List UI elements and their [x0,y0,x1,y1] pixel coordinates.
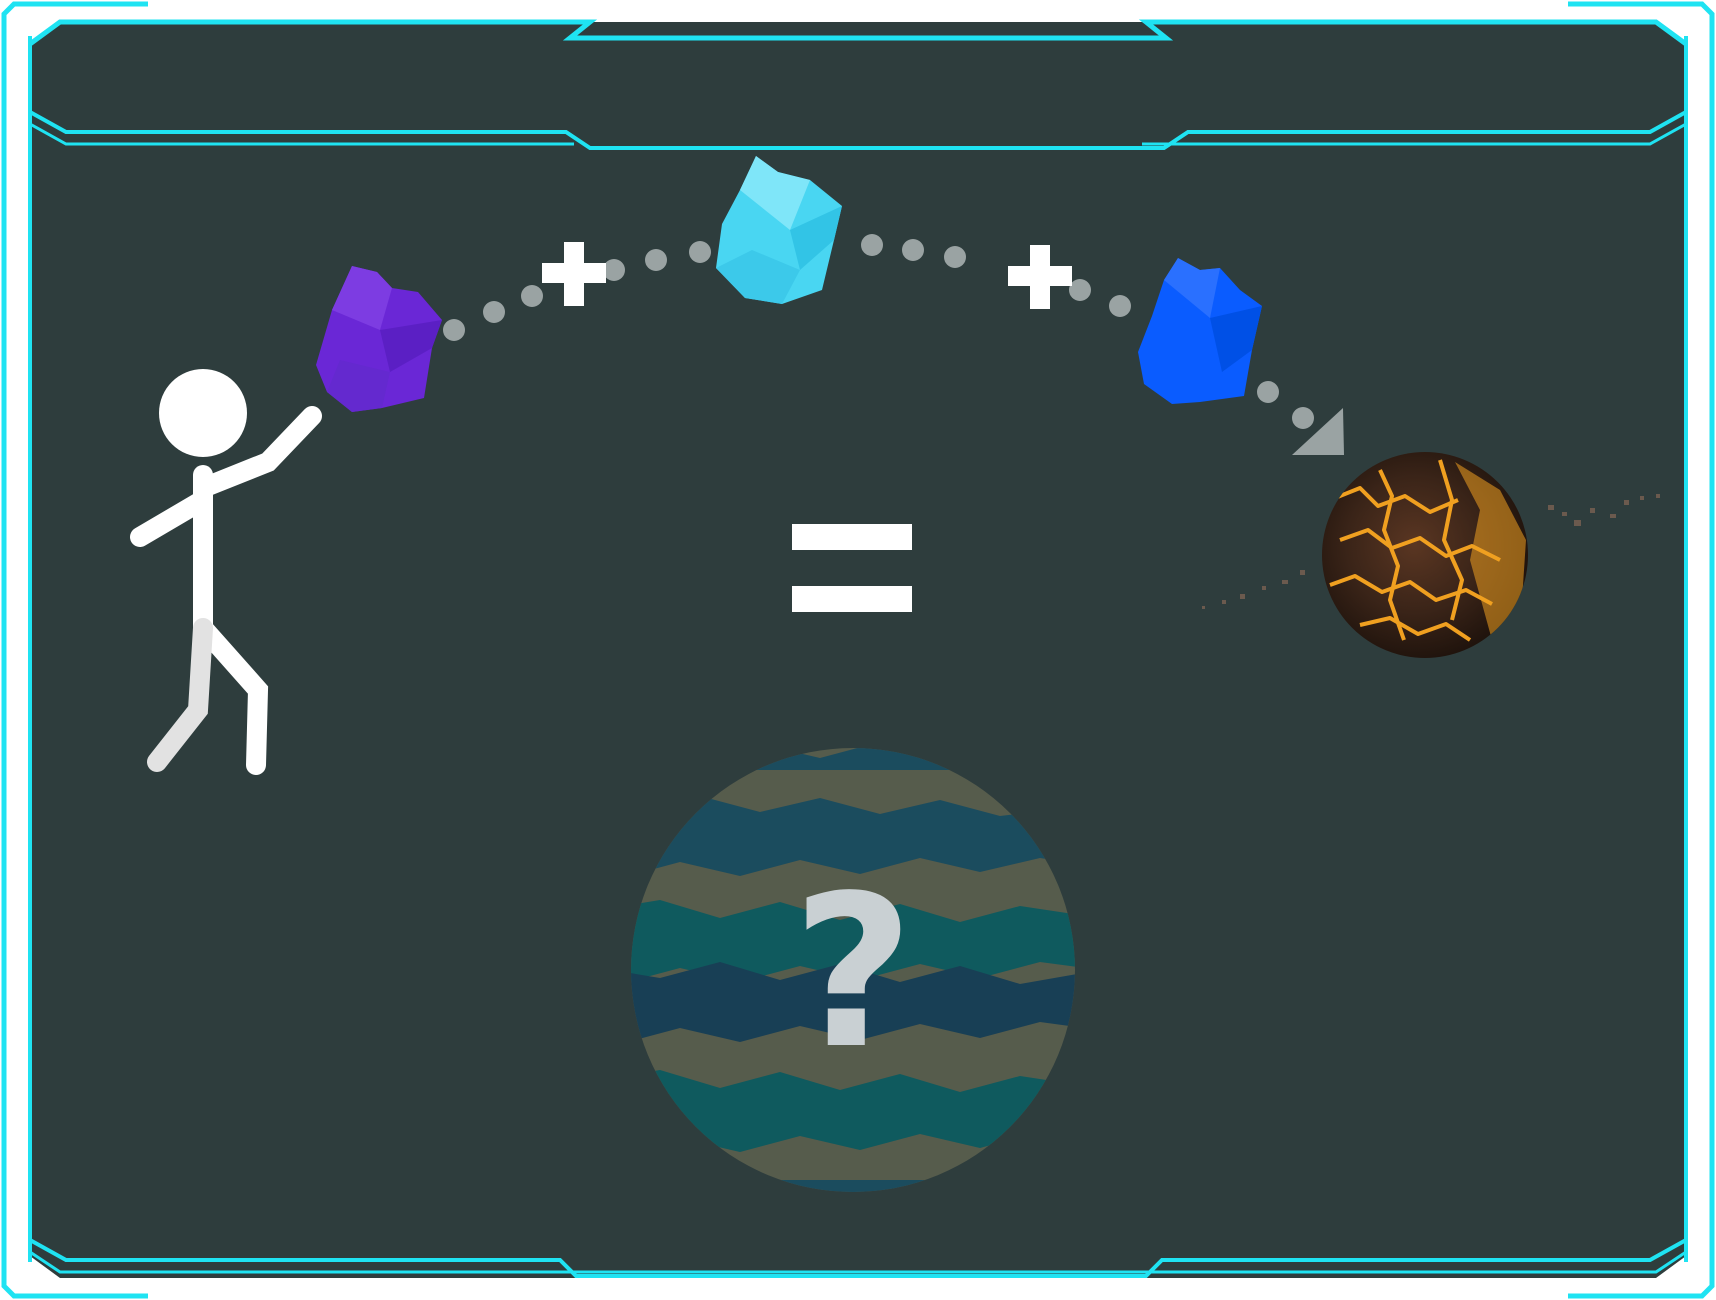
path-dot [944,246,966,268]
arrowhead-icon [1292,408,1344,455]
throw-path [443,234,1314,429]
cyan-crystal-icon [716,156,842,304]
path-dot [521,285,543,307]
path-dot [443,319,465,341]
path-dot [645,249,667,271]
plus-sign-2 [1008,245,1072,309]
purple-crystal-icon [316,266,442,412]
path-dot [1069,279,1091,301]
path-dot [603,259,625,281]
path-dot [689,241,711,263]
path-dot [1257,381,1279,403]
lava-planet-icon [1202,452,1660,658]
blue-crystal-icon [1138,258,1262,404]
striped-planet-icon: ? [631,748,1075,1192]
path-dot [1109,295,1131,317]
plus-sign-1 [542,242,606,306]
path-dot [1292,407,1314,429]
path-dot [902,239,924,261]
stick-figure [130,369,322,775]
panel-background [30,22,1686,1278]
unknown-result-label: ? [792,850,914,1095]
equals-sign [792,524,912,612]
path-dot [861,234,883,256]
path-dot [483,301,505,323]
